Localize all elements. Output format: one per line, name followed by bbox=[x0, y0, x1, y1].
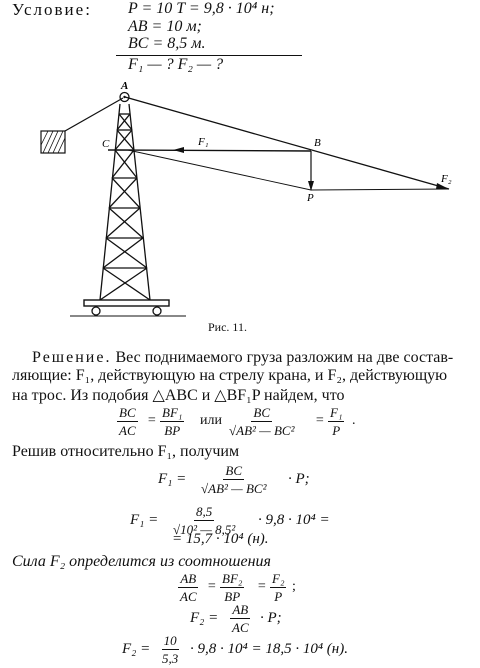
crane-base bbox=[70, 299, 186, 317]
solution-line-2: ляющие: F₁, действующую на стрелу крана,… bbox=[12, 367, 448, 384]
arrow-p bbox=[308, 181, 314, 191]
eq4-equals-1: = bbox=[207, 579, 217, 594]
counterweight-cable bbox=[64, 97, 124, 132]
condition-label: Условие: bbox=[12, 0, 92, 19]
condition-line-4: F₁ — ? F₂ — ? bbox=[128, 56, 224, 73]
label-p: P bbox=[306, 192, 314, 204]
eq3-line-2: = 15,7 · 10⁴ (н). bbox=[172, 531, 269, 547]
top-pulley bbox=[119, 91, 130, 103]
label-a: A bbox=[120, 80, 128, 92]
eq4-semicolon: ; bbox=[292, 579, 296, 594]
cable-ab bbox=[124, 96, 450, 190]
condition-line-3: BC = 8,5 м. bbox=[128, 35, 206, 52]
eq2-rhs: · P; bbox=[288, 471, 310, 487]
solution-line-5: Сила F₂ определится из соотношения bbox=[12, 553, 271, 570]
eq4-equals-2: = bbox=[257, 579, 267, 594]
eq2-frac: BC√AB² — BC² bbox=[201, 463, 267, 496]
tower-lattice bbox=[99, 103, 151, 301]
solution-text-1: Вес поднимаемого груза разложим на две с… bbox=[111, 349, 454, 366]
label-b: B bbox=[314, 137, 321, 149]
eq1-equals-1: = bbox=[147, 413, 157, 428]
boom-cb bbox=[107, 149, 312, 152]
eq1-period: . bbox=[352, 413, 356, 428]
label-f2: F₂ bbox=[440, 173, 452, 185]
eq3-frac: 8,5√10² — 8,5² bbox=[173, 504, 236, 537]
condition-divider bbox=[116, 55, 302, 56]
arrow-f2 bbox=[436, 183, 449, 189]
line-cf1 bbox=[127, 149, 312, 191]
arrow-f1 bbox=[173, 147, 184, 153]
solution-line-1: Решение. Вес поднимаемого груза разложим… bbox=[32, 349, 453, 367]
eq2-lhs: F₁ = bbox=[158, 471, 187, 487]
crane-figure: A C F₁ B P F₂ bbox=[40, 80, 452, 317]
label-f1: F₁ bbox=[197, 136, 209, 148]
eq5-rhs: · P; bbox=[260, 610, 282, 626]
eq1-equals-2: = bbox=[315, 413, 325, 428]
eq5-lhs: F₂ = bbox=[190, 610, 219, 626]
eq3-lhs: F₁ = bbox=[130, 512, 159, 528]
eq1-frac-bc-root: BC√AB² — BC² bbox=[229, 405, 295, 438]
condition-line-2: AB = 10 м; bbox=[128, 18, 202, 35]
counterweight bbox=[40, 130, 66, 154]
condition-line-1: P = 10 T = 9,8 · 10⁴ н; bbox=[128, 0, 275, 17]
line-pf2 bbox=[310, 188, 450, 191]
eq1-ili: или bbox=[200, 413, 222, 428]
eq6-lhs: F₂ = bbox=[122, 641, 151, 657]
figure-caption: Рис. 11. bbox=[208, 320, 247, 334]
solution-line-3: на трос. Из подобия △ABC и △BF₁P найдем,… bbox=[12, 387, 345, 404]
eq3-rhs: · 9,8 · 10⁴ = bbox=[258, 512, 330, 528]
solution-line-4: Решив относительно F₁, получим bbox=[12, 443, 240, 460]
solution-heading: Решение. bbox=[32, 349, 112, 366]
label-c: C bbox=[102, 138, 110, 150]
eq6-rhs: · 9,8 · 10⁴ = 18,5 · 10⁴ (н). bbox=[190, 641, 348, 657]
